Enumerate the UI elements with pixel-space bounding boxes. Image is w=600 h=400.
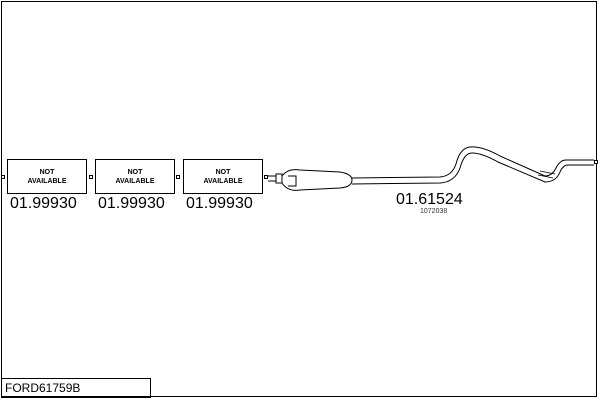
part-label-line2: AVAILABLE — [115, 177, 155, 185]
part-code-2[interactable]: 01.99930 — [98, 195, 165, 212]
part-label-line2: AVAILABLE — [203, 177, 243, 185]
part-box-not-available-3[interactable]: NOT AVAILABLE — [183, 159, 263, 194]
connector-marker-left — [1, 175, 5, 179]
part-label-line1: NOT — [127, 168, 143, 176]
part-box-not-available-2[interactable]: NOT AVAILABLE — [95, 159, 175, 194]
connector-marker — [176, 175, 180, 179]
part-label-line1: NOT — [215, 168, 231, 176]
connector-marker — [264, 175, 268, 179]
part-code-3[interactable]: 01.99930 — [186, 195, 253, 212]
connector-marker — [89, 175, 93, 179]
part-box-not-available-1[interactable]: NOT AVAILABLE — [7, 159, 87, 194]
connector-marker-right — [594, 160, 598, 164]
model-code-box: FORD61759B — [1, 378, 151, 398]
rear-section-subcode: 1072038 — [420, 208, 448, 215]
part-label-line1: NOT — [39, 168, 55, 176]
rear-section-code[interactable]: 01.61524 — [396, 191, 463, 208]
part-label-line2: AVAILABLE — [27, 177, 67, 185]
part-code-1[interactable]: 01.99930 — [10, 195, 77, 212]
